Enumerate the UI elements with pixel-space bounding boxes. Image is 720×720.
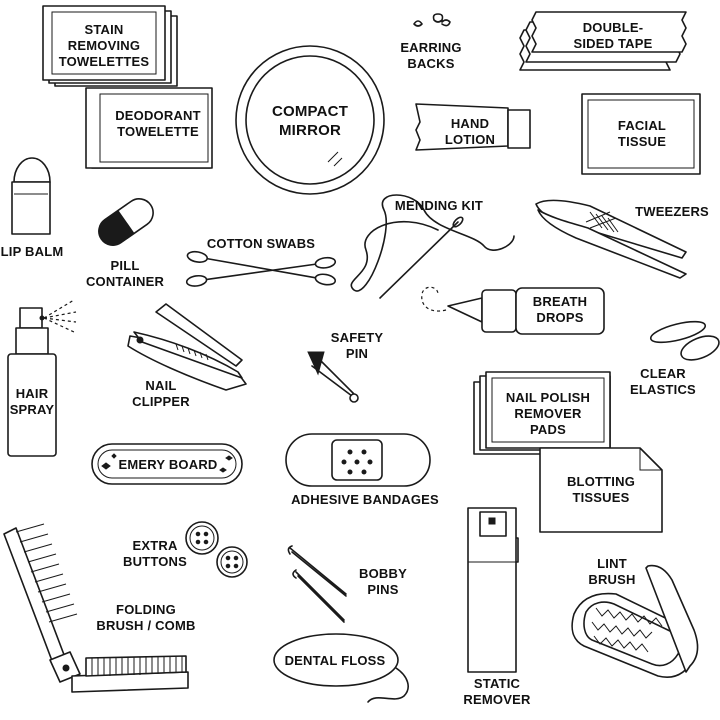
double-sided-tape-label: DOUBLE- SIDED TAPE bbox=[573, 20, 653, 51]
stain-towelettes-icon bbox=[42, 5, 178, 87]
adhesive-bandage-icon bbox=[285, 433, 431, 487]
bobby-pins-icon bbox=[287, 545, 347, 623]
double-sided-tape-icon bbox=[519, 11, 687, 71]
safety-pin-label: SAFETY PIN bbox=[330, 330, 384, 361]
facial-tissue-label: FACIAL TISSUE bbox=[617, 118, 667, 149]
mending-kit-label: MENDING KIT bbox=[394, 198, 484, 213]
tweezers-label: TWEEZERS bbox=[635, 204, 709, 219]
lip-balm-icon bbox=[11, 157, 51, 235]
extra-buttons-icon bbox=[185, 521, 248, 578]
folding-brush-comb-label: FOLDING BRUSH / COMB bbox=[96, 602, 196, 633]
blotting-tissues-icon bbox=[539, 447, 663, 533]
compact-mirror-label: COMPACT MIRROR bbox=[271, 103, 349, 139]
folding-brush-comb-icon bbox=[3, 523, 189, 693]
hand-lotion-label: HAND LOTION bbox=[444, 116, 496, 147]
hair-spray-icon bbox=[7, 299, 77, 457]
lint-brush-label: LINT BRUSH bbox=[588, 556, 636, 587]
nail-clipper-icon bbox=[127, 303, 247, 391]
tweezers-icon bbox=[535, 199, 687, 279]
breath-drops-label: BREATH DROPS bbox=[532, 294, 588, 325]
cotton-swabs-label: COTTON SWABS bbox=[206, 236, 316, 251]
adhesive-bandages-label: ADHESIVE BANDAGES bbox=[291, 492, 439, 507]
facial-tissue-icon bbox=[581, 93, 701, 175]
clear-elastics-icon bbox=[649, 320, 720, 361]
hair-spray-label: HAIR SPRAY bbox=[9, 386, 55, 417]
stain-towelettes-label: STAIN REMOVING TOWELETTES bbox=[58, 22, 150, 69]
nail-clipper-label: NAIL CLIPPER bbox=[132, 378, 190, 409]
deodorant-towelette-label: DEODORANT TOWELETTE bbox=[115, 108, 201, 139]
earring-backs-icon bbox=[413, 13, 451, 27]
compact-mirror-icon bbox=[235, 45, 385, 195]
pill-container-label: PILL CONTAINER bbox=[85, 258, 165, 289]
earring-backs-label: EARRING BACKS bbox=[400, 40, 462, 71]
bobby-pins-label: BOBBY PINS bbox=[359, 566, 407, 597]
nail-polish-pads-icon bbox=[473, 371, 611, 455]
breath-drops-icon bbox=[421, 286, 605, 335]
dental-floss-icon bbox=[273, 633, 409, 703]
cotton-swabs-icon bbox=[185, 250, 337, 287]
pill-container-icon bbox=[98, 198, 154, 246]
mending-kit-icon bbox=[350, 194, 515, 299]
extra-buttons-label: EXTRA BUTTONS bbox=[123, 538, 187, 569]
clear-elastics-label: CLEAR ELASTICS bbox=[630, 366, 696, 397]
dental-floss-label: DENTAL FLOSS bbox=[284, 653, 386, 668]
emery-board-icon bbox=[91, 443, 243, 485]
lip-balm-label: LIP BALM bbox=[0, 244, 64, 259]
static-remover-label: STATIC REMOVER bbox=[463, 676, 531, 707]
hand-lotion-icon bbox=[415, 103, 531, 151]
deodorant-towelette-icon bbox=[85, 87, 213, 169]
safety-pin-icon bbox=[307, 351, 359, 403]
nail-polish-pads-label: NAIL POLISH REMOVER PADS bbox=[505, 390, 591, 437]
static-remover-icon bbox=[467, 507, 519, 673]
blotting-tissues-label: BLOTTING TISSUES bbox=[566, 474, 636, 505]
emery-board-label: EMERY BOARD bbox=[118, 457, 218, 472]
lint-brush-icon bbox=[571, 564, 699, 678]
